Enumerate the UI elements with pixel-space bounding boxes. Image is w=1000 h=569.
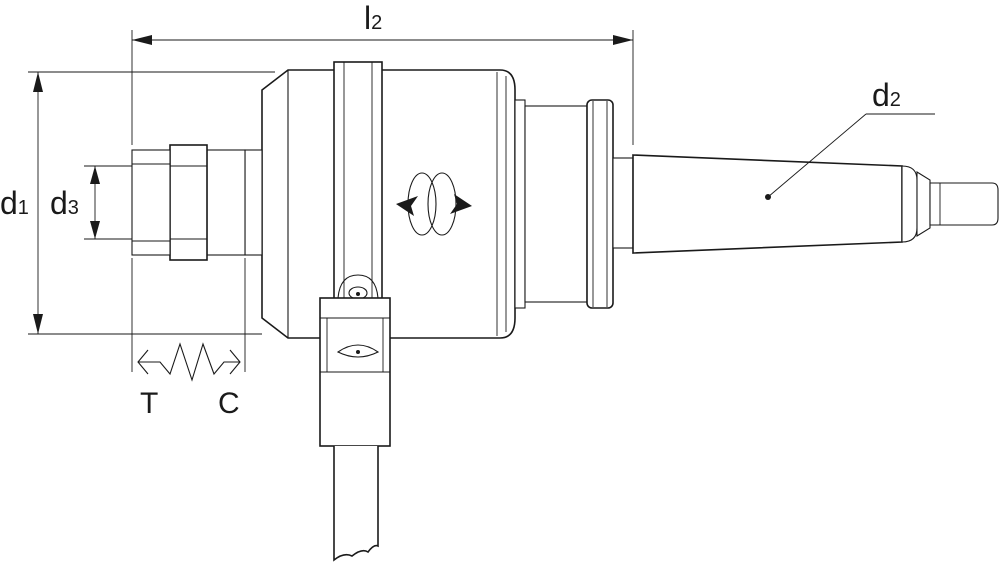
label-T: T bbox=[140, 387, 158, 420]
label-l2-main: l bbox=[364, 0, 371, 36]
dimension-d3 bbox=[84, 165, 132, 240]
label-d2: d2 bbox=[872, 77, 901, 113]
housing-body bbox=[261, 69, 526, 339]
label-d3: d3 bbox=[50, 185, 79, 221]
label-l2-sub: 2 bbox=[371, 12, 382, 34]
drive-bar bbox=[333, 61, 383, 303]
rear-shank bbox=[524, 99, 634, 309]
stop-arm bbox=[319, 297, 391, 562]
taper-shank bbox=[632, 154, 999, 254]
label-d3-main: d bbox=[50, 185, 68, 221]
label-C: C bbox=[218, 387, 240, 420]
label-d1-sub: 1 bbox=[18, 197, 29, 219]
front-adapter bbox=[131, 144, 263, 261]
dimension-d1 bbox=[28, 71, 275, 335]
leader-d2 bbox=[765, 113, 935, 200]
label-l2: l2 bbox=[364, 0, 382, 36]
label-d2-main: d bbox=[872, 77, 890, 113]
label-d3-sub: 3 bbox=[68, 197, 79, 219]
axial-float-spring-icon bbox=[131, 258, 246, 382]
label-d1-main: d bbox=[0, 185, 18, 221]
label-d2-sub: 2 bbox=[890, 89, 901, 111]
dimension-l2 bbox=[131, 30, 634, 145]
label-d1: d1 bbox=[0, 185, 29, 221]
rotation-arrows-icon bbox=[396, 172, 472, 236]
